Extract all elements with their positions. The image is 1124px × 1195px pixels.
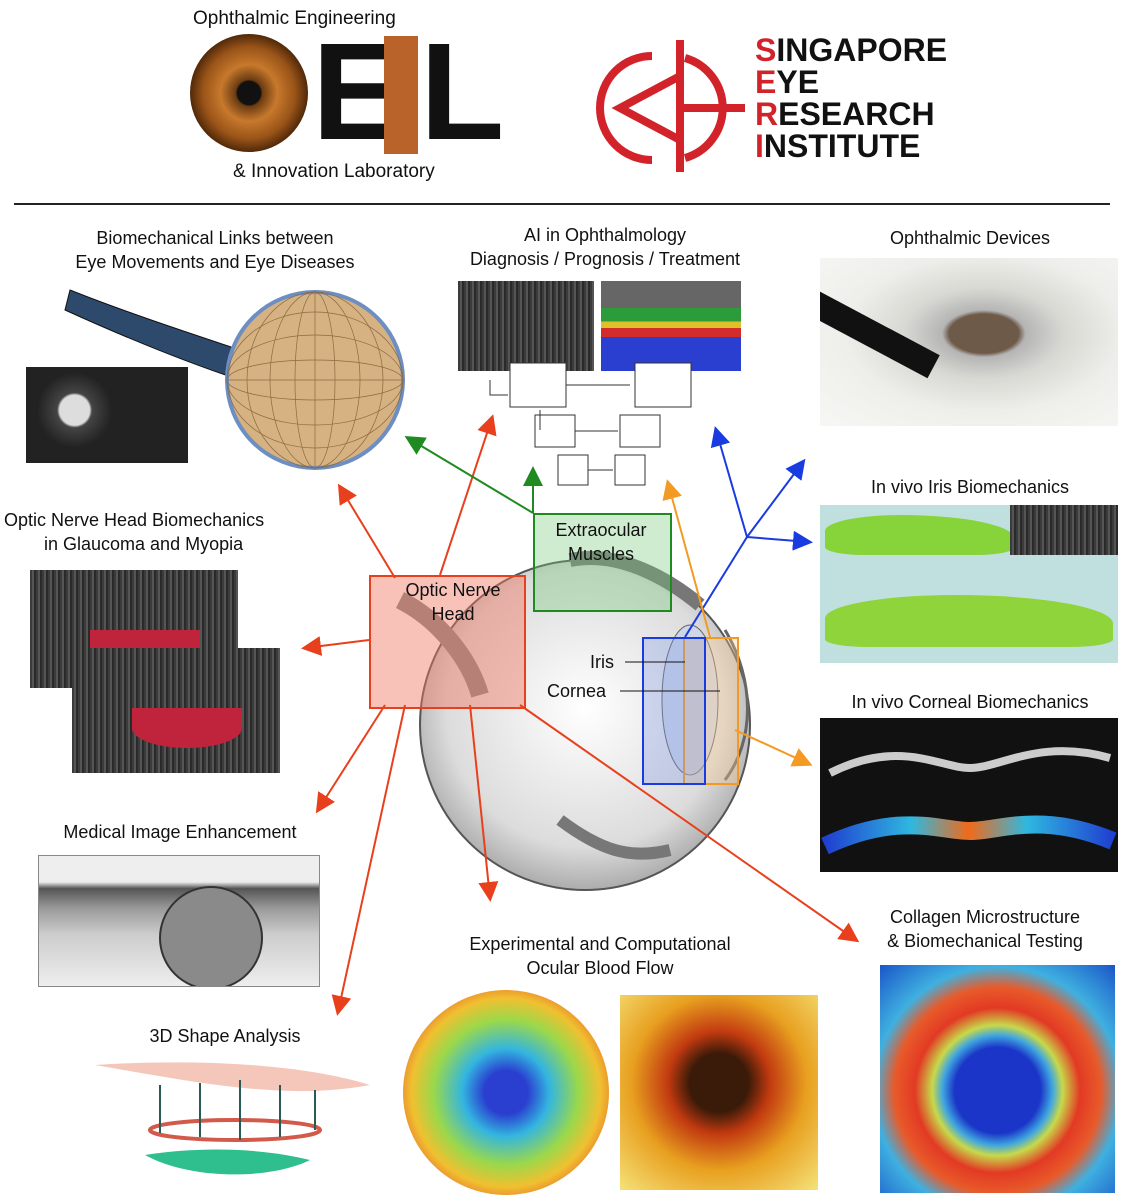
eom-highlight-box [533, 513, 672, 612]
seri-line-2: EYE [755, 64, 820, 100]
seri-text: SINGAPORE EYE RESEARCH INSTITUTE [755, 34, 947, 162]
seri-line-1: SINGAPORE [755, 32, 948, 68]
topic-collagen: Collagen Microstructure& Biomechanical T… [887, 907, 1083, 951]
corneal-oct-image [820, 718, 1118, 806]
ai-oct-scan-image [458, 281, 594, 371]
3d-shape-image [95, 1062, 370, 1175]
iris-highlight-box [642, 637, 706, 785]
strain-band-icon [821, 815, 1117, 855]
iris-model-image [820, 505, 1118, 663]
collagen-map-image [880, 965, 1115, 1193]
topic-devices: Ophthalmic Devices [889, 228, 1051, 248]
iris-mesh-upper [825, 515, 1015, 555]
onh-deformation-overlay-2 [132, 708, 242, 748]
oeil-letter-i [384, 36, 418, 154]
neural-network-diagram [489, 362, 692, 486]
mri-orbit-image [26, 367, 188, 463]
onh-oct-scan-2 [72, 648, 280, 773]
onh-highlight-box [369, 575, 526, 709]
iris-eye-icon [190, 34, 308, 152]
label-iris: Iris [590, 652, 614, 672]
cornea-curve-icon [828, 747, 1112, 777]
corneal-strain-map [820, 806, 1118, 872]
label-cornea: Cornea [547, 681, 607, 701]
eyeball-model-image [64, 289, 405, 470]
seri-line-4: INSTITUTE [755, 128, 921, 164]
blood-flow-image [620, 995, 818, 1190]
magnifier-circle [159, 886, 263, 986]
probe-icon [820, 289, 940, 379]
topic-cornea: In vivo Corneal Biomechanics [851, 692, 1089, 712]
iris-mesh-lower [825, 595, 1113, 647]
seri-emblem-icon [596, 40, 745, 172]
topic-3d-shape: 3D Shape Analysis [149, 1026, 301, 1046]
oeil-top-text: Ophthalmic Engineering [193, 8, 396, 29]
header-divider [14, 203, 1110, 205]
oeil-letter-l: L [420, 15, 505, 169]
ai-segmentation-image [601, 281, 741, 371]
oeil-bottom-text: & Innovation Laboratory [233, 161, 435, 182]
topic-iris: In vivo Iris Biomechanics [870, 477, 1070, 497]
iris-oct-inset [1010, 505, 1118, 555]
ophthalmic-device-image [820, 258, 1118, 426]
image-enhancement-image [38, 855, 320, 987]
topic-image-enhancement: Medical Image Enhancement [63, 822, 297, 842]
capillary-network-image [403, 990, 609, 1195]
seri-line-3: RESEARCH [755, 96, 935, 132]
